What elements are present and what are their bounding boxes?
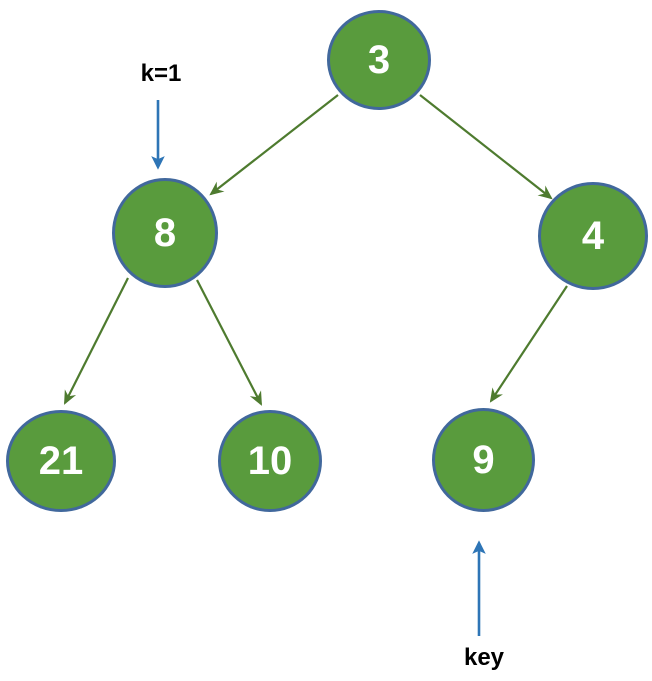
node-value: 8 [153,211,177,255]
tree-node-left-left: 21 [6,410,116,512]
node-value: 9 [472,438,495,482]
node-value: 4 [581,214,605,258]
node-value: 21 [38,439,84,483]
tree-node-right-left: 9 [432,408,535,512]
k-annotation-label: k=1 [140,60,182,87]
edge-8-to-10 [196,279,262,406]
key-annotation-label: key [463,644,505,671]
edge-3-to-8 [209,94,339,196]
tree-node-root: 3 [327,10,431,110]
tree-node-left: 8 [112,178,218,288]
tree-node-left-right: 10 [218,410,322,512]
edge-3-to-4 [419,94,553,200]
tree-node-right: 4 [538,182,648,290]
edge-8-to-21 [64,277,129,405]
edge-4-to-9 [489,285,568,403]
node-value: 3 [367,38,391,82]
node-value: 10 [247,439,293,483]
